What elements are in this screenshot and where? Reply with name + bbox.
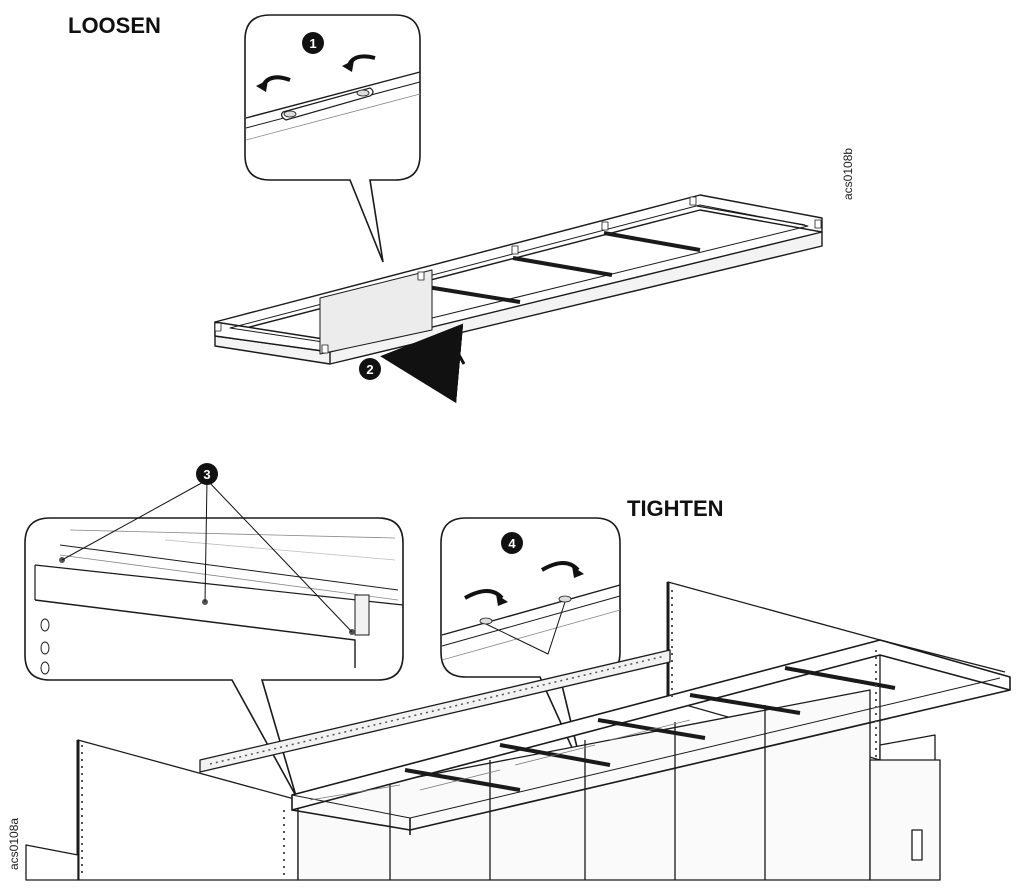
step-2-number: 2 <box>366 362 373 377</box>
step-1-badge <box>302 32 324 54</box>
cabinet-assembly <box>25 581 1011 881</box>
callout-loosen-detail: 1 <box>244 14 421 263</box>
tighten-label: TIGHTEN <box>627 496 724 521</box>
frame-loose <box>214 194 823 365</box>
callout-bolts-detail: 3 <box>24 463 404 797</box>
callout-tighten-detail: 4 <box>440 517 621 773</box>
step-4-badge <box>501 532 523 554</box>
rotate-cw-icon <box>540 561 580 572</box>
push-arrow: 2 <box>359 323 466 404</box>
step-3-badge <box>196 463 218 485</box>
figure-code-bottom: acs0108a <box>7 818 21 870</box>
loosen-label: LOOSEN <box>68 13 161 38</box>
figure-code-top: acs0108b <box>841 148 855 200</box>
step-4-number: 4 <box>508 536 516 551</box>
step-3-number: 3 <box>203 467 210 482</box>
rotate-cw-icon <box>464 589 504 600</box>
step-1-number: 1 <box>309 36 316 51</box>
step-2-badge <box>359 358 381 380</box>
